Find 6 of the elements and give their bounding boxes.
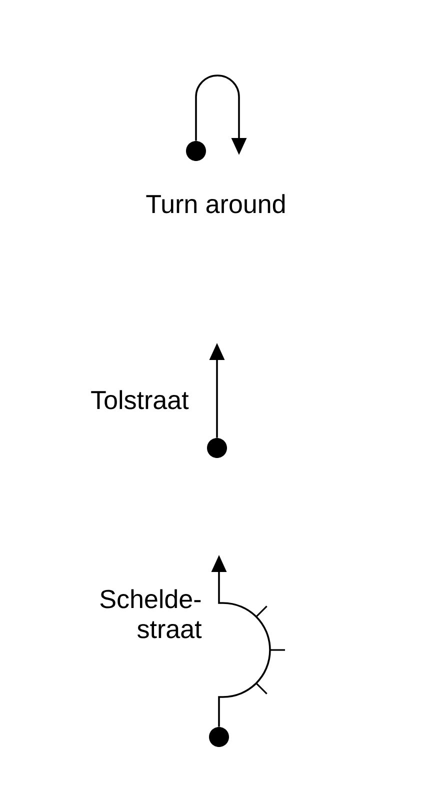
symbol-caption: Turn around xyxy=(146,194,285,214)
street-name: Tolstraat xyxy=(91,390,189,410)
start-dot xyxy=(207,438,227,458)
start-dot xyxy=(209,726,229,747)
street-name: Schelde- straat xyxy=(100,589,202,638)
start-dot xyxy=(186,141,206,161)
